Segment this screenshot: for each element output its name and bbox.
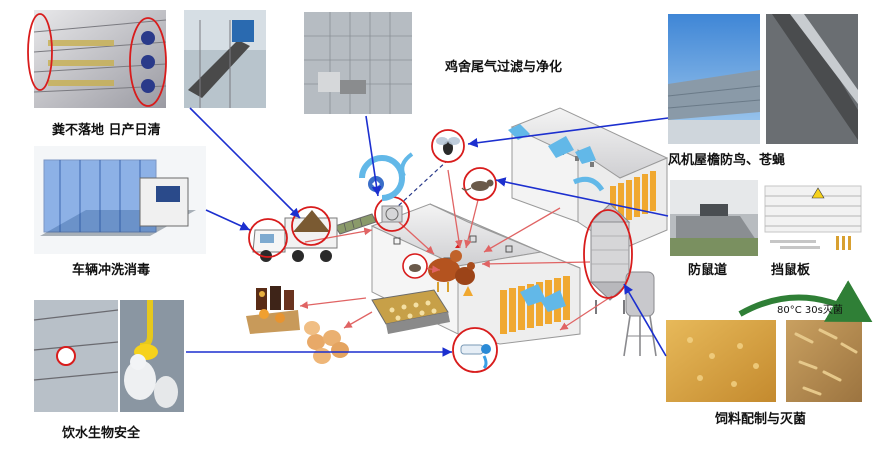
fly-icon <box>436 137 460 155</box>
label-vehicle-wash: 车辆冲洗消毒 <box>72 263 151 278</box>
label-rat-board: 挡鼠板 <box>771 263 811 278</box>
photo-fan-eaves <box>667 14 761 144</box>
egg-icon <box>304 321 349 364</box>
rat-icon <box>461 179 494 191</box>
feed-silo <box>589 203 631 314</box>
label-manure-daily-clean: 粪不落地 日产日清 <box>52 123 161 138</box>
highlight-rat <box>461 167 497 201</box>
highlight-truck <box>248 218 288 258</box>
ventilation-swirl <box>400 152 605 192</box>
connector-lines <box>186 107 669 357</box>
highlight-silo <box>583 209 633 299</box>
photo-cage-system <box>27 10 167 108</box>
photo-rat-board <box>764 185 862 250</box>
label-water-biosecurity: 饮水生物安全 <box>62 426 141 441</box>
photo-feed-pellets <box>786 320 862 402</box>
photo-water-line <box>33 300 119 412</box>
water-nipple-icon <box>460 344 491 370</box>
label-fan-eaves: 风机屋檐防鸟、苍蝇 <box>668 153 786 168</box>
highlight-rat-door <box>402 253 428 279</box>
highlight-manure-pile <box>291 206 331 246</box>
warning-icon <box>463 286 473 296</box>
cycle-arrow-icon <box>359 155 405 201</box>
egg-products <box>246 286 300 334</box>
sterilize-arrow <box>738 280 873 323</box>
photo-wash-station <box>34 146 206 254</box>
egg-conveyor <box>371 289 450 334</box>
exhaust-dashed-line <box>395 159 449 209</box>
label-sterilize-temp: 80°C 30s灭菌 <box>777 305 843 316</box>
photo-manure-belt <box>184 10 266 108</box>
photo-chick-drinking <box>120 300 184 412</box>
photo-feed-mash <box>666 320 776 402</box>
label-rat-way: 防鼠道 <box>688 263 728 278</box>
photo-rat-way <box>670 180 758 256</box>
ventilation-arrows <box>508 124 596 312</box>
label-feed-sterilization: 饲料配制与灭菌 <box>715 412 807 427</box>
highlight-water-nipple <box>452 327 498 373</box>
label-exhaust-filtration: 鸡舍尾气过滤与净化 <box>445 60 563 75</box>
photo-exhaust-filter <box>304 12 412 114</box>
water-tower <box>623 271 657 357</box>
photo-eave-net <box>766 14 858 144</box>
highlight-fly <box>431 129 465 163</box>
